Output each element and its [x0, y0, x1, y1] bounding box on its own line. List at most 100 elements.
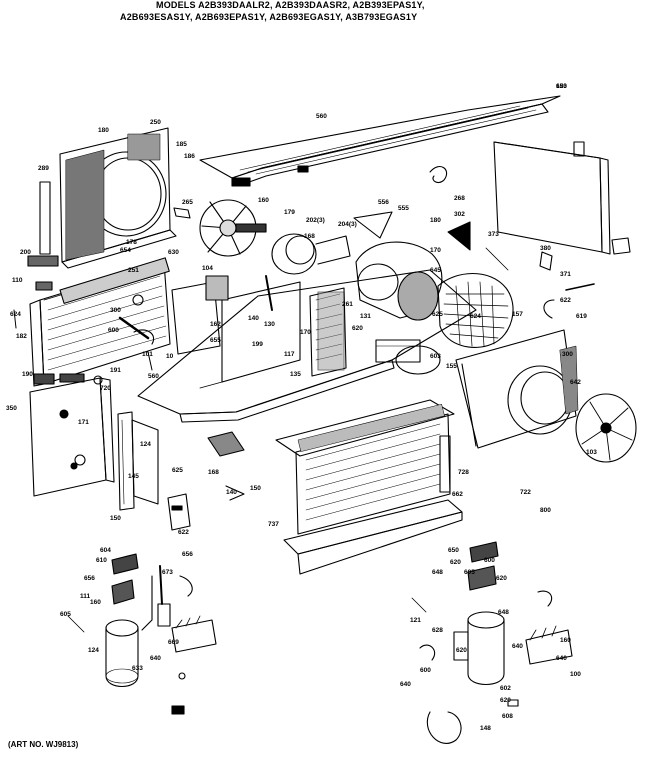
blower-housing: [355, 241, 514, 348]
part-callout-108: 120: [556, 83, 567, 90]
evaporator-shroud: [455, 329, 579, 449]
part-callout-3: 250: [150, 119, 161, 126]
part-callout-15: 180: [430, 217, 441, 224]
top-cover-rail: [199, 95, 561, 187]
part-callout-76: 650: [448, 547, 459, 554]
capacitor: [375, 339, 441, 375]
models-header-line-1: MODELS A2B393DAALR2, A2B393DAASR2, A2B39…: [156, 0, 425, 10]
part-callout-48: 135: [290, 371, 301, 378]
part-callout-50: 261: [342, 301, 353, 308]
part-callout-81: 648: [432, 569, 443, 576]
part-callout-71: 150: [250, 485, 261, 492]
part-callout-10: 202(3): [306, 217, 325, 224]
part-callout-36: 300: [110, 307, 121, 314]
part-callout-53: 624: [470, 313, 481, 320]
part-callout-19: 380: [540, 245, 551, 252]
part-callout-79: 600: [484, 557, 495, 564]
part-callout-86: 600: [420, 667, 431, 674]
callout-labels: 653 560 180 250 185 186 289 265 160 179 202(3) 204(…: [6, 83, 597, 732]
part-callout-31: 110: [12, 277, 23, 284]
part-callout-0: 653: [556, 83, 567, 90]
condenser-shroud-panel: [27, 127, 177, 269]
part-callout-77: 620: [450, 559, 461, 566]
part-callout-27: 178: [126, 239, 137, 246]
part-callout-46: 199: [252, 341, 263, 348]
part-callout-29: 200: [20, 249, 31, 256]
part-callout-25: 625: [432, 311, 443, 318]
control-bracket: [171, 275, 273, 355]
part-callout-65: 145: [128, 473, 139, 480]
part-callout-5: 186: [184, 153, 195, 160]
part-callout-88: 640: [512, 643, 523, 650]
part-callout-11: 204(3): [338, 221, 357, 228]
part-callout-89: 640: [556, 655, 567, 662]
part-callout-98: 656: [84, 575, 95, 582]
part-callout-54: 603: [430, 353, 441, 360]
part-callout-9: 179: [284, 209, 295, 216]
models-header-line-2: A2B693ESAS1Y, A2B693EPAS1Y, A2B693EGAS1Y…: [120, 12, 418, 22]
part-callout-16: 268: [454, 195, 465, 202]
part-callout-75: 800: [540, 507, 551, 514]
part-callout-37: 600: [108, 327, 119, 334]
part-callout-32: 104: [202, 265, 213, 272]
part-callout-40: 101: [142, 351, 153, 358]
center-strip: [117, 411, 159, 511]
part-callout-51: 620: [352, 325, 363, 332]
part-callout-82: 121: [410, 617, 421, 624]
part-callout-92: 602: [500, 685, 511, 692]
part-callout-95: 148: [480, 725, 491, 732]
part-callout-83: 628: [432, 627, 443, 634]
part-callout-59: 103: [586, 449, 597, 456]
part-callout-63: 124: [140, 441, 151, 448]
part-callout-66: 150: [110, 515, 121, 522]
part-callout-43: 720: [100, 385, 111, 392]
part-callout-107: 656: [182, 551, 193, 558]
part-callout-38: 624: [10, 311, 21, 318]
part-callout-12: 168: [304, 233, 315, 240]
part-callout-26: 654: [120, 247, 131, 254]
left-front-panel: [29, 373, 115, 497]
part-callout-30: 251: [128, 267, 139, 274]
part-callout-97: 610: [96, 557, 107, 564]
side-panel-right: [493, 141, 631, 255]
part-callout-84: 620: [456, 647, 467, 654]
part-callout-49: 170: [300, 329, 311, 336]
part-callout-13: 556: [378, 199, 389, 206]
misc-top-parts: [13, 166, 595, 385]
part-callout-4: 185: [176, 141, 187, 148]
part-callout-100: 160: [90, 599, 101, 606]
part-callout-73: 662: [452, 491, 463, 498]
part-callout-34: 130: [264, 321, 275, 328]
part-callout-56: 157: [512, 311, 523, 318]
part-callout-22: 619: [576, 313, 587, 320]
part-callout-47: 117: [284, 351, 295, 358]
part-callout-105: 669: [168, 639, 179, 646]
part-callout-62: 171: [78, 419, 89, 426]
part-callout-70: 737: [268, 521, 279, 528]
compressor-right: [411, 541, 573, 744]
part-callout-80: 620: [496, 575, 507, 582]
base-pan: [137, 269, 477, 423]
part-callout-44: 560: [148, 373, 159, 380]
part-callout-68: 168: [208, 469, 219, 476]
part-callout-60: 190: [22, 371, 33, 378]
part-callout-55: 155: [446, 363, 457, 370]
fan-motor: [271, 233, 351, 275]
part-callout-67: 622: [178, 529, 189, 536]
part-callout-45: 162: [210, 321, 221, 328]
part-callout-21: 622: [560, 297, 571, 304]
front-grille: [275, 399, 463, 575]
fan-blade: [199, 199, 267, 257]
part-callout-6: 289: [38, 165, 49, 172]
part-callout-106: 673: [162, 569, 173, 576]
part-callout-14: 555: [398, 205, 409, 212]
part-callout-57: 300: [562, 351, 573, 358]
part-callout-85: 640: [400, 681, 411, 688]
part-callout-18: 373: [488, 231, 499, 238]
part-callout-7: 265: [182, 199, 193, 206]
part-callout-93: 620: [500, 697, 511, 704]
part-callout-103: 633: [132, 665, 143, 672]
part-callout-52: 131: [360, 313, 371, 320]
part-callout-28: 630: [168, 249, 179, 256]
